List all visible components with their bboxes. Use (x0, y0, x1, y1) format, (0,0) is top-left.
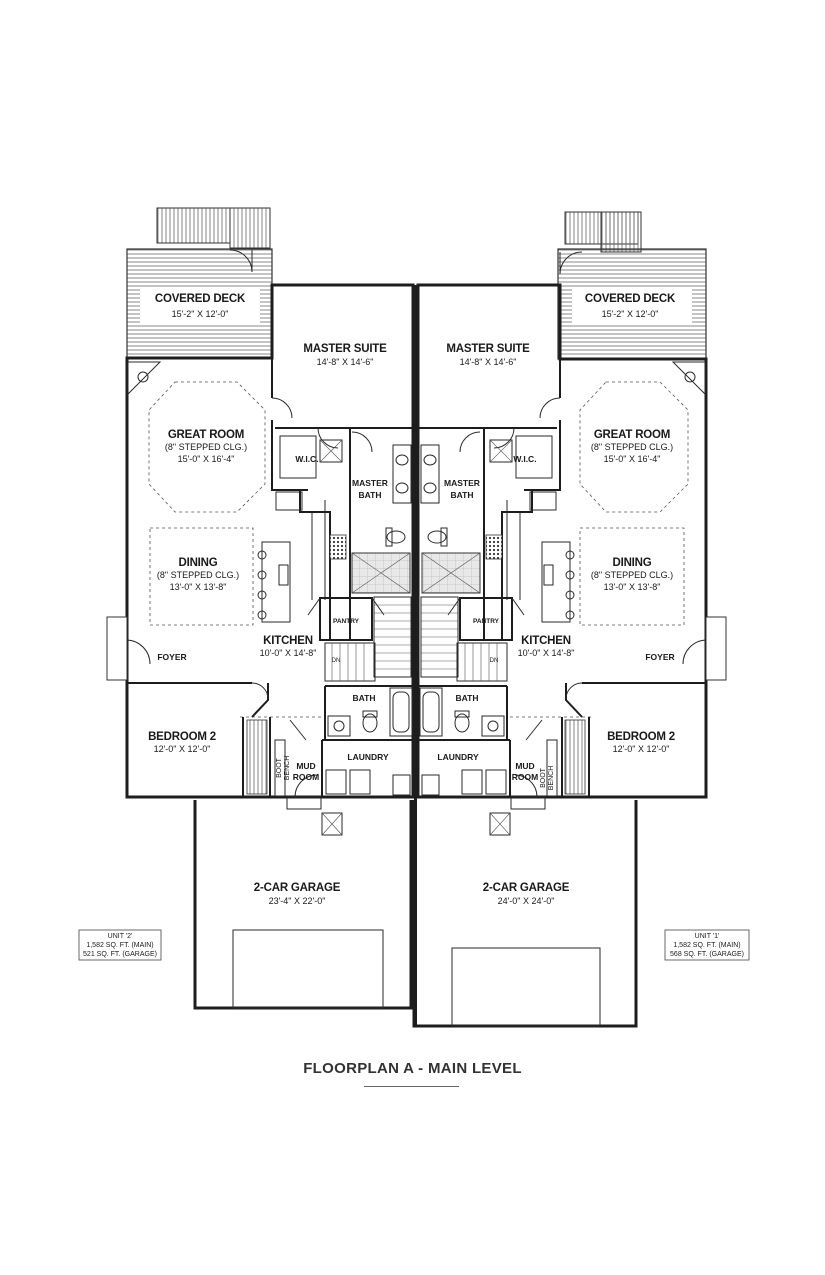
pantry-left-name: PANTRY (333, 618, 360, 625)
master-suite-right-name: MASTER SUITE (446, 343, 530, 355)
unit-1-garage-area: 568 SQ. FT. (GARAGE) (670, 951, 744, 958)
unit-2-plan (106, 207, 415, 1010)
foyer-right-name: FOYER (645, 652, 674, 662)
bedroom2-right-name: BEDROOM 2 (607, 731, 675, 743)
unit-1-main-area: 1,582 SQ. FT. (MAIN) (673, 942, 740, 949)
dining-right-name: DINING (612, 557, 651, 569)
great-room-right-note: (8" STEPPED CLG.) (591, 442, 673, 452)
mud-room-right-line2: ROOM (512, 772, 538, 782)
bath-right-name: BATH (456, 693, 479, 703)
unit-2-area-box: UNIT '2' 1,582 SQ. FT. (MAIN) 521 SQ. FT… (78, 929, 162, 961)
unit-1-name: UNIT '1' (695, 933, 720, 940)
master-suite-right-size: 14'-8" X 14'-6" (460, 357, 517, 367)
great-room-left-note: (8" STEPPED CLG.) (165, 442, 247, 452)
covered-deck-right-name: COVERED DECK (585, 293, 676, 305)
wic-left-name: W.I.C. (295, 454, 318, 464)
unit-2-main-area: 1,582 SQ. FT. (MAIN) (86, 942, 153, 949)
great-room-right-name: GREAT ROOM (594, 429, 670, 441)
covered-deck-left-name: COVERED DECK (155, 293, 246, 305)
unit-2-name: UNIT '2' (108, 933, 133, 940)
great-room-left-size: 15'-0" X 16'-4" (178, 454, 235, 464)
covered-deck-left-size: 15'-2" X 12'-0" (172, 309, 229, 319)
dining-left-note: (8" STEPPED CLG.) (157, 570, 239, 580)
unit-2-garage-area: 521 SQ. FT. (GARAGE) (83, 951, 157, 958)
kitchen-right-size: 10'-0" X 14'-8" (518, 648, 575, 658)
laundry-left-name: LAUNDRY (347, 752, 389, 762)
bedroom2-left-name: BEDROOM 2 (148, 731, 216, 743)
pantry-right-name: PANTRY (473, 618, 500, 625)
boot-bench-left-line2: BENCH (284, 756, 291, 781)
mud-room-left-line1: MUD (296, 761, 315, 771)
bedroom2-left-size: 12'-0" X 12'-0" (154, 744, 211, 754)
master-suite-left-size: 14'-8" X 14'-6" (317, 357, 374, 367)
laundry-right-name: LAUNDRY (437, 752, 479, 762)
mud-room-right-line1: MUD (515, 761, 534, 771)
master-suite-left-name: MASTER SUITE (303, 343, 387, 355)
unit-1-area-box: UNIT '1' 1,582 SQ. FT. (MAIN) 568 SQ. FT… (664, 929, 750, 961)
boot-bench-right-line2: BENCH (548, 766, 555, 791)
stairs-left (324, 596, 412, 682)
boot-bench-left-line1: BOOT (276, 757, 283, 778)
master-bath-right-line2: BATH (451, 490, 474, 500)
master-bath-right-line1: MASTER (444, 478, 480, 488)
covered-deck-right-size: 15'-2" X 12'-0" (602, 309, 659, 319)
kitchen-left-name: KITCHEN (263, 635, 313, 647)
master-bath-left-line1: MASTER (352, 478, 388, 488)
bath-left-name: BATH (353, 693, 376, 703)
wic-right-name: W.I.C. (513, 454, 536, 464)
garage-right-size: 24'-0" X 24'-0" (498, 896, 555, 906)
dining-right-note: (8" STEPPED CLG.) (591, 570, 673, 580)
mud-room-left-line2: ROOM (293, 772, 319, 782)
stairs-left-dn: DN (332, 658, 341, 664)
great-room-left-name: GREAT ROOM (168, 429, 244, 441)
bedroom2-right-size: 12'-0" X 12'-0" (613, 744, 670, 754)
unit-1-plan (412, 211, 727, 1028)
great-room-right-size: 15'-0" X 16'-4" (604, 454, 661, 464)
title-underline (364, 1086, 459, 1087)
dining-left-size: 13'-0" X 13'-8" (170, 582, 227, 592)
garage-right-name: 2-CAR GARAGE (483, 882, 570, 894)
stairs-right (420, 596, 508, 682)
master-bath-left-line2: BATH (359, 490, 382, 500)
foyer-left-name: FOYER (157, 652, 186, 662)
garage-left-size: 23'-4" X 22'-0" (269, 896, 326, 906)
dining-right-size: 13'-0" X 13'-8" (604, 582, 661, 592)
floorplan-title: FLOORPLAN A - MAIN LEVEL (303, 1060, 522, 1077)
garage-left-name: 2-CAR GARAGE (254, 882, 341, 894)
kitchen-left-size: 10'-0" X 14'-8" (260, 648, 317, 658)
dining-left-name: DINING (178, 557, 217, 569)
stairs-right-dn: DN (490, 658, 499, 664)
boot-bench-right-line1: BOOT (540, 767, 547, 788)
kitchen-right-name: KITCHEN (521, 635, 571, 647)
